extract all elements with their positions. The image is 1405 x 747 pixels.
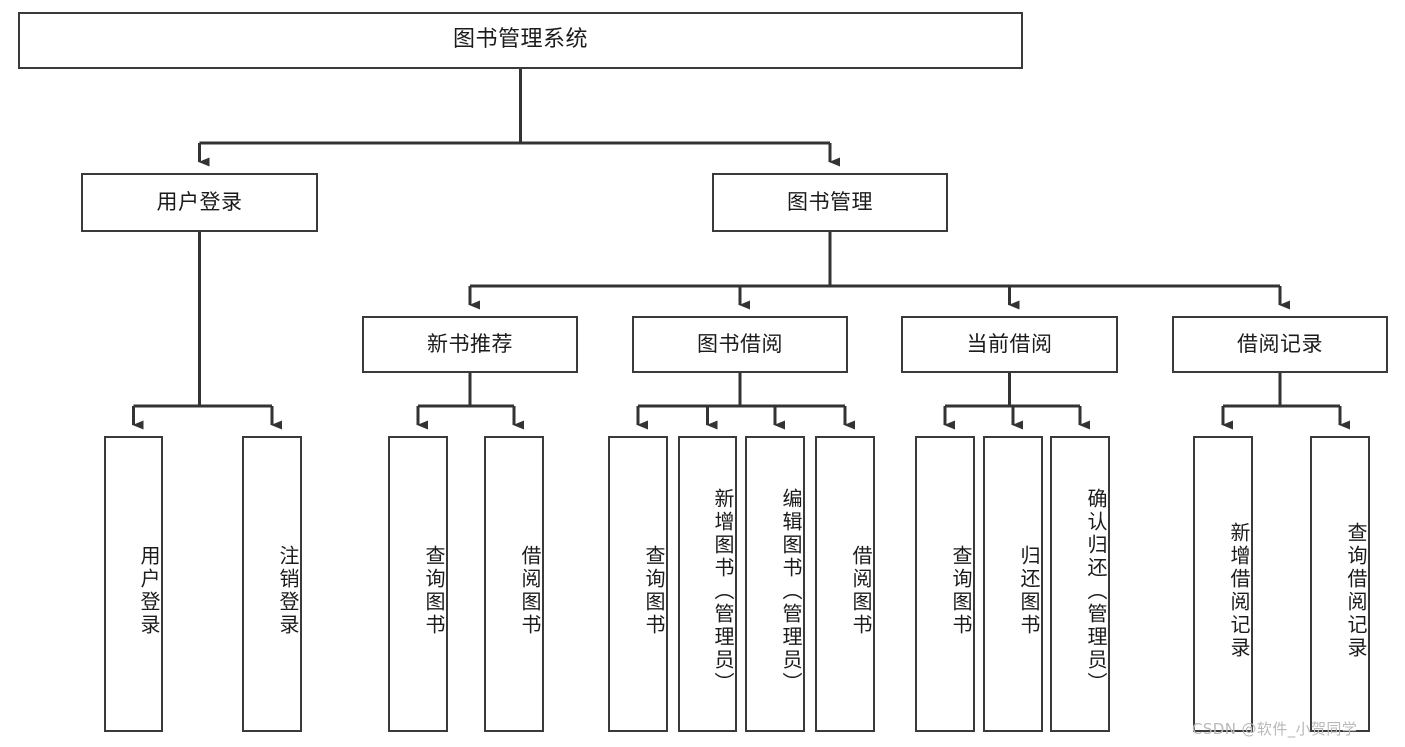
node-label: 新书推荐 (427, 332, 513, 357)
node-label: 图书管理系统 (452, 27, 588, 53)
node-leaf-confirm-return[interactable]: 确认归还（管理员） (1050, 436, 1110, 732)
node-label: 归还图书 (1017, 545, 1041, 637)
node-label: 确认归还（管理员） (1084, 487, 1108, 695)
node-label: 查询图书 (642, 545, 666, 637)
node-leaf-borrow-book-b[interactable]: 借阅图书 (815, 436, 875, 732)
node-leaf-query-book-b[interactable]: 查询图书 (608, 436, 668, 732)
node-leaf-user-login[interactable]: 用户登录 (104, 436, 163, 732)
node-label: 查询图书 (949, 545, 973, 637)
node-label: 借阅图书 (849, 545, 873, 637)
node-current-borrow[interactable]: 当前借阅 (901, 316, 1118, 373)
node-new-book-rec[interactable]: 新书推荐 (362, 316, 578, 373)
node-leaf-query-book-c[interactable]: 查询图书 (915, 436, 975, 732)
node-book-borrow[interactable]: 图书借阅 (632, 316, 848, 373)
node-label: 借阅记录 (1237, 332, 1323, 357)
node-label: 新增借阅记录 (1227, 522, 1251, 660)
node-root[interactable]: 图书管理系统 (18, 12, 1023, 69)
node-leaf-borrow-book-a[interactable]: 借阅图书 (484, 436, 544, 732)
node-user-login[interactable]: 用户登录 (81, 173, 318, 232)
node-label: 用户登录 (156, 190, 243, 215)
node-label: 查询借阅记录 (1344, 522, 1368, 660)
node-label: 新增图书（管理员） (711, 487, 735, 695)
node-leaf-return-book[interactable]: 归还图书 (983, 436, 1043, 732)
node-label: 编辑图书（管理员） (779, 487, 803, 695)
node-label: 当前借阅 (966, 332, 1053, 357)
node-label: 图书借阅 (697, 332, 783, 357)
node-leaf-query-record[interactable]: 查询借阅记录 (1310, 436, 1370, 732)
node-label: 借阅图书 (518, 545, 542, 637)
node-leaf-logout[interactable]: 注销登录 (242, 436, 302, 732)
node-book-manage[interactable]: 图书管理 (712, 173, 948, 232)
node-label: 图书管理 (787, 190, 873, 215)
node-leaf-edit-book[interactable]: 编辑图书（管理员） (745, 436, 805, 732)
watermark-label: CSDN @软件_小贺同学 (1192, 720, 1358, 738)
node-leaf-add-book[interactable]: 新增图书（管理员） (678, 436, 737, 732)
node-label: 注销登录 (276, 545, 300, 637)
node-label: 用户登录 (137, 545, 161, 637)
node-borrow-record[interactable]: 借阅记录 (1172, 316, 1388, 373)
node-leaf-add-record[interactable]: 新增借阅记录 (1193, 436, 1253, 732)
node-leaf-query-book-a[interactable]: 查询图书 (388, 436, 448, 732)
node-label: 查询图书 (422, 545, 446, 637)
